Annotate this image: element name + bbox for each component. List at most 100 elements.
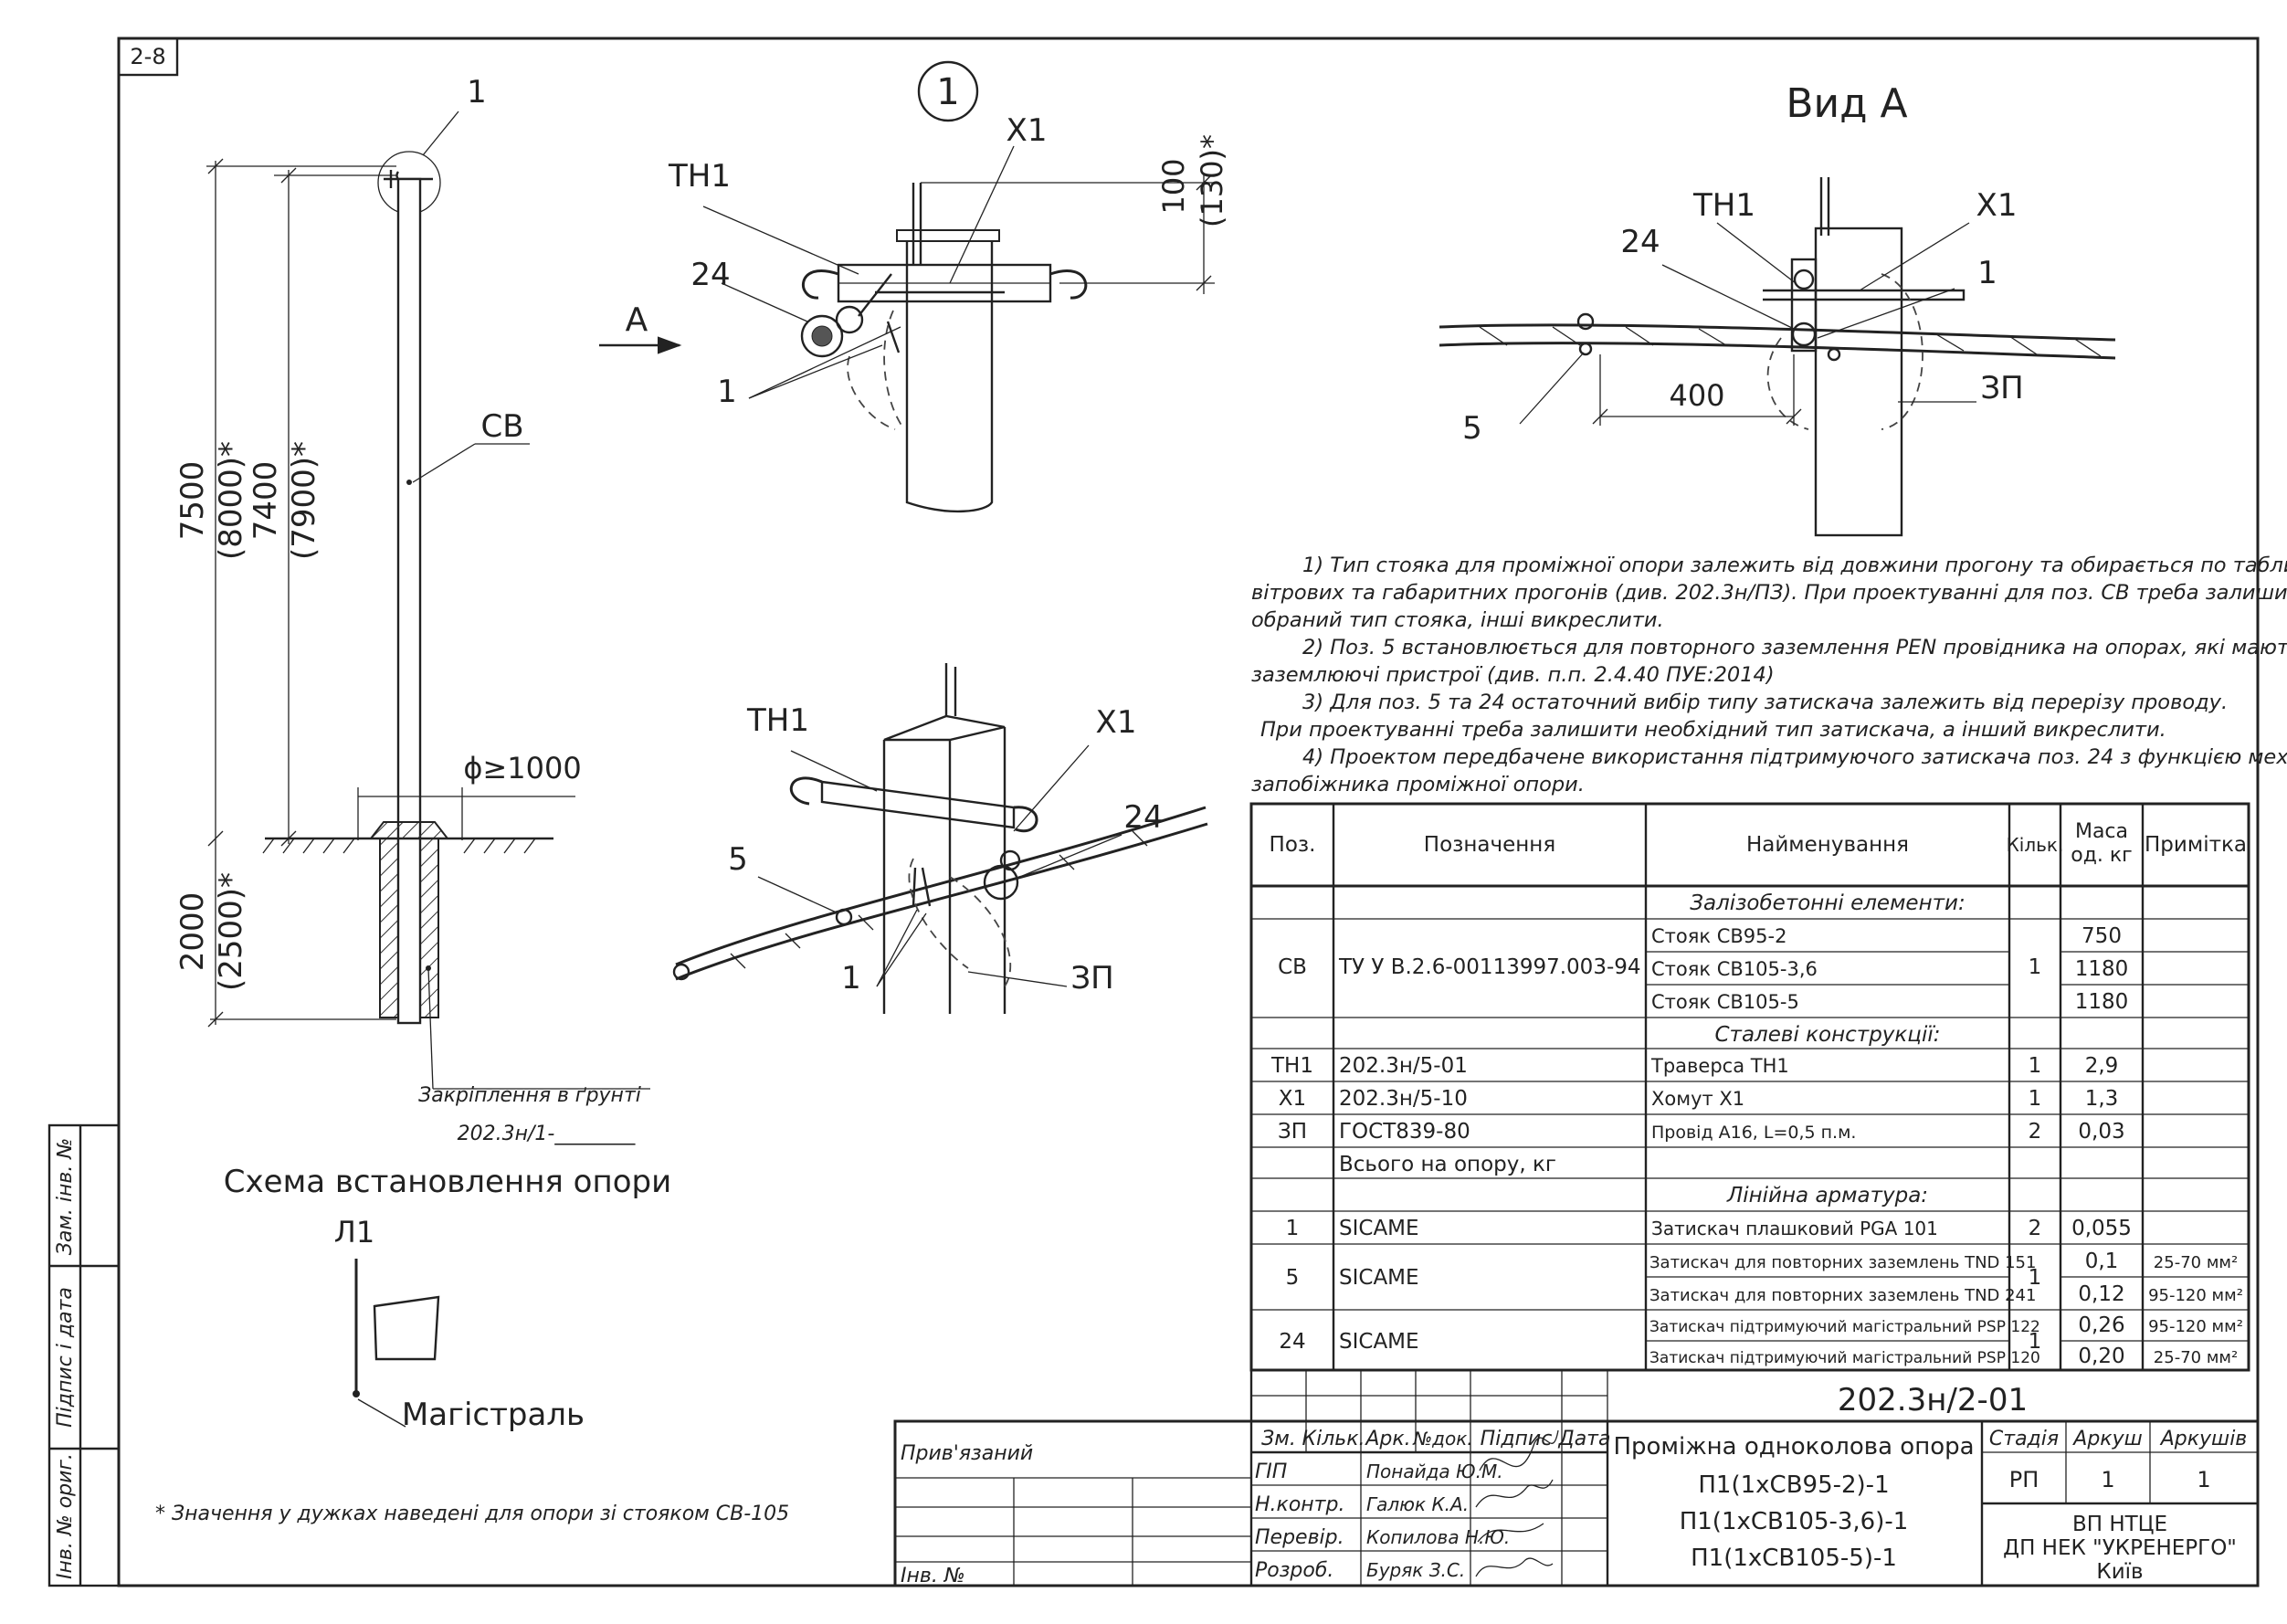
stage-hdr: Стадія <box>1989 1428 2059 1450</box>
th-note: Примітка <box>2145 833 2247 857</box>
signatures <box>1475 1429 1559 1577</box>
iso-view: ТН1 Х1 24 5 1 ЗП <box>672 663 1208 1014</box>
va-label-24: 24 <box>1620 224 1660 260</box>
note-line: 2) Поз. 5 встановлюється для повторного … <box>1302 636 2287 659</box>
object-variant: П1(1хСВ105-3,6)-1 <box>1680 1508 1909 1535</box>
fit24-item-note: 95-120 мм² <box>2148 1317 2243 1336</box>
note-line: заземлюючі пристрої (див. п.п. 2.4.40 ПУ… <box>1251 663 1775 687</box>
d1-label-x1: Х1 <box>1006 112 1048 149</box>
sheet-tag: 2-8 <box>130 44 165 69</box>
dim-2000: 2000 <box>174 892 211 972</box>
role-label: ГІП <box>1255 1461 1287 1483</box>
pole-top-callout: 1 <box>467 74 487 111</box>
sheets-hdr: Аркушів <box>2159 1428 2248 1450</box>
steel-mass: 1,3 <box>2085 1087 2119 1111</box>
fit24-item-mass: 0,26 <box>2078 1313 2124 1337</box>
detail-1: 1 ТН1 Х1 24 1 А <box>599 60 1229 513</box>
fit24-designation: SICAME <box>1339 1330 1419 1354</box>
iso-label-zp: ЗП <box>1070 960 1113 997</box>
note-line: 1) Тип стояка для проміжної опори залежи… <box>1302 554 2287 577</box>
note-line: вітрових та габаритних прогонів (див. 20… <box>1251 581 2287 605</box>
pole-scheme: 1 СВ Закріплення в ґрунті 202.3н/1-_____… <box>155 74 789 1525</box>
fit24-item-name: Затискач підтримуючий магістральний PSP … <box>1649 1318 2040 1336</box>
sv-item-mass: 1180 <box>2075 990 2129 1014</box>
th-mass: Маса од. кг <box>2071 820 2133 867</box>
steel-qty: 1 <box>2029 1087 2042 1111</box>
hdr-doc: №док. <box>1412 1428 1472 1450</box>
fit24-item-name: Затискач підтримуючий магістральний PSP … <box>1649 1349 2040 1367</box>
line-l1-label: Л1 <box>334 1215 374 1250</box>
th-pos: Поз. <box>1270 833 1316 857</box>
fit24-qty: 1 <box>2029 1330 2042 1354</box>
d1-dim-130: (130)* <box>1195 134 1229 227</box>
sv-item-mass: 750 <box>2081 924 2122 948</box>
scheme-title: Схема встановлення опори <box>224 1164 671 1200</box>
steel-mass: 0,03 <box>2078 1120 2124 1144</box>
inv-no-label: Інв. № <box>901 1565 965 1587</box>
iso-label-tn1: ТН1 <box>746 702 809 739</box>
iso-label-24: 24 <box>1123 799 1163 836</box>
role-label: Перевір. <box>1255 1526 1344 1549</box>
iso-label-x1: Х1 <box>1096 704 1137 741</box>
role-name: Понайда Ю.М. <box>1366 1461 1503 1482</box>
dim-7400: 7400 <box>248 461 284 541</box>
fit24-item-note: 25-70 мм² <box>2154 1348 2238 1367</box>
va-label-5: 5 <box>1462 410 1482 447</box>
d1-dim-100: 100 <box>1156 158 1191 214</box>
fit5-item-mass: 0,12 <box>2078 1282 2124 1306</box>
sv-item-mass: 1180 <box>2075 957 2129 981</box>
stage-value: РП <box>2009 1467 2039 1492</box>
th-name: Найменування <box>1746 833 1909 857</box>
fit1-designation: SICAME <box>1339 1217 1419 1240</box>
note-line: обраний тип стояка, інші викреслити. <box>1251 608 1664 632</box>
stamp-sign-date: Підпис і дата <box>54 1287 77 1428</box>
dim-7500: 7500 <box>174 461 211 541</box>
sheet-value: 1 <box>2101 1467 2114 1492</box>
sv-item-name: Стояк СВ105-3,6 <box>1651 958 1818 980</box>
sv-item-name: Стояк СВ105-5 <box>1651 991 1799 1013</box>
role-name: Галюк К.А. <box>1366 1493 1469 1515</box>
iso-label-1: 1 <box>841 960 861 997</box>
steel-pos: Х1 <box>1279 1087 1306 1111</box>
note-line: 3) Для поз. 5 та 24 остаточний вибір тип… <box>1302 691 2228 714</box>
stamp-inv-orig: Інв. № ориг. <box>54 1453 77 1579</box>
title-block: 202.3н/2-01 Прив'язаний Інв. № Зм. Кільк… <box>893 1370 2260 1587</box>
object-variant: П1(1хСВ105-5)-1 <box>1691 1545 1897 1572</box>
stamp-replace-inv: Зам. інв. № <box>54 1138 77 1256</box>
sv-qty: 1 <box>2029 955 2042 979</box>
role-name: Буряк З.С. <box>1366 1559 1465 1581</box>
va-label-zp: ЗП <box>1980 370 2023 406</box>
role-label: Розроб. <box>1255 1559 1333 1582</box>
d1-label-tn1: ТН1 <box>668 158 731 195</box>
fit5-designation: SICAME <box>1339 1266 1419 1290</box>
d1-label-1: 1 <box>717 374 737 410</box>
hdr-ark: Арк. <box>1364 1428 1410 1450</box>
org-line: ВП НТЦЕ <box>2072 1513 2167 1536</box>
fit24-pos: 24 <box>1279 1330 1305 1354</box>
fit1-qty: 2 <box>2029 1217 2042 1240</box>
dim-2500: (2500)* <box>213 872 249 991</box>
steel-designation: 202.3н/5-01 <box>1339 1054 1468 1078</box>
sheet-tag-box <box>117 37 179 77</box>
drawing-code: 202.3н/2-01 <box>1838 1382 2028 1418</box>
detail1-callout: 1 <box>936 71 959 113</box>
soil-fixing-label: Закріплення в ґрунті <box>418 1084 641 1107</box>
dim-8000: (8000)* <box>213 441 249 560</box>
note-line: запобіжника проміжної опори. <box>1251 773 1585 796</box>
view-a: Вид А ТН1 24 Х1 1 5 <box>1439 80 2116 537</box>
pit-diameter: ϕ≥1000 <box>463 751 581 786</box>
d1-label-24: 24 <box>690 257 730 293</box>
steel-qty: 2 <box>2029 1120 2042 1144</box>
role-name: Копилова Н.Ю. <box>1366 1526 1510 1548</box>
footnote: * Значення у дужках наведені для опори з… <box>155 1503 789 1525</box>
fit5-item-note: 95-120 мм² <box>2148 1286 2243 1305</box>
fit5-item-name: Затискач для повторних заземлень TND 151 <box>1649 1253 2036 1272</box>
sheet-hdr: Аркуш <box>2071 1428 2142 1450</box>
linked-label: Прив'язаний <box>901 1442 1033 1465</box>
th-qty: Кільк. <box>2007 834 2064 856</box>
steel-name: Хомут Х1 <box>1651 1088 1744 1110</box>
iso-label-5: 5 <box>728 841 748 878</box>
section-concrete: Залізобетонні елементи: <box>1690 891 1965 915</box>
notes: 1) Тип стояка для проміжної опори залежи… <box>1251 554 2287 796</box>
